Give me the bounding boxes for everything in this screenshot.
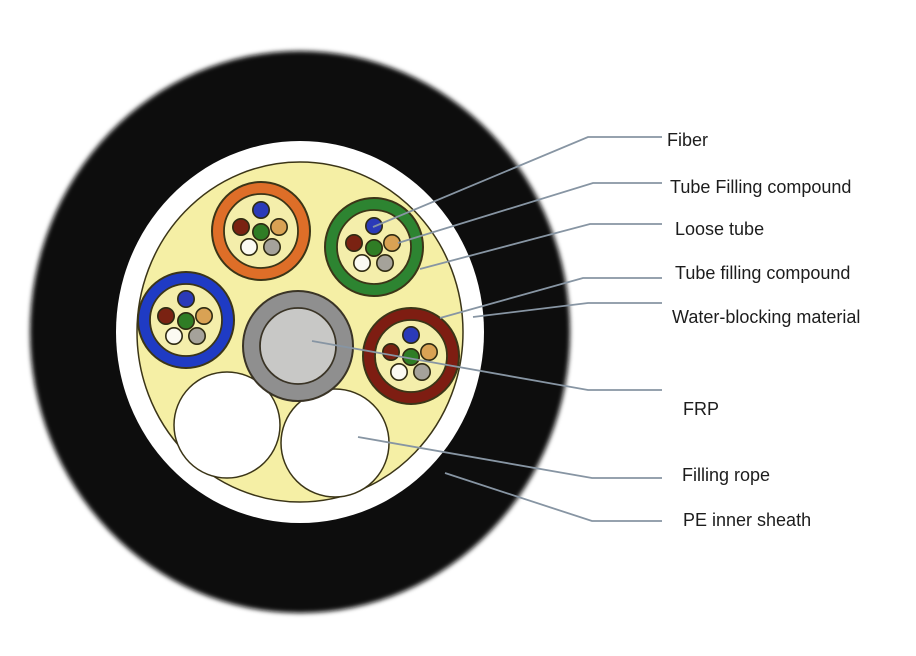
tube-filling-compound-lower-leader-line <box>439 277 662 319</box>
loose-tube-leader-line <box>419 223 662 270</box>
pe-inner-sheath-label: PE inner sheath <box>683 510 811 530</box>
filling-rope-leader-line <box>357 436 662 479</box>
fiber-label: Fiber <box>667 130 708 150</box>
tube-filling-compound-upper-label: Tube Filling compound <box>670 177 851 197</box>
filling-rope-left <box>173 371 281 479</box>
filling-rope-right <box>280 388 390 498</box>
frp-strength-member <box>242 290 354 402</box>
loose-tube-blue <box>137 271 235 369</box>
tube-filling-compound-upper-leader-line <box>397 182 662 244</box>
pe-inner-sheath-leader-line <box>444 472 662 522</box>
frp-core <box>259 307 337 385</box>
water-blocking-material-label: Water-blocking material <box>672 307 860 327</box>
frp-label: FRP <box>683 399 719 419</box>
frp-leader-line <box>311 340 662 391</box>
loose-tube-orange <box>211 181 311 281</box>
loose-tube-label: Loose tube <box>675 219 764 239</box>
water-blocking-leader-line <box>472 302 662 318</box>
loose-tube-maroon <box>362 307 460 405</box>
loose-tube-green <box>324 197 424 297</box>
fiber-leader-line <box>372 136 662 228</box>
filling-rope-label: Filling rope <box>682 465 770 485</box>
tube-filling-compound-lower-label: Tube filling compound <box>675 263 850 283</box>
